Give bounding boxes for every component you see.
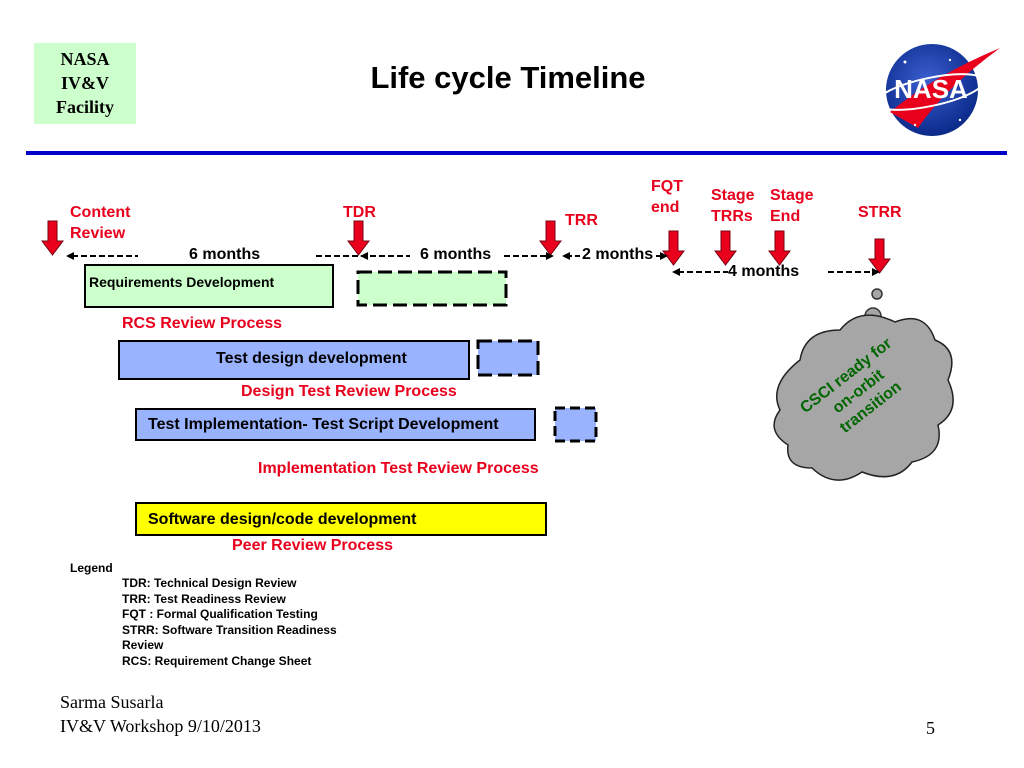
arrow-fqt-end: [662, 230, 685, 266]
legend-item: TDR: Technical Design Review: [122, 576, 297, 590]
arrow-strr: [868, 238, 891, 274]
requirements-box: Requirements Development: [84, 264, 334, 308]
arrow-tdr: [347, 220, 370, 256]
page-number: 5: [926, 718, 935, 738]
facility-line-2: IV&V: [61, 73, 109, 93]
test-impl-extension-box: [553, 406, 598, 443]
software-box: Software design/code development: [135, 502, 547, 536]
content-review-line-1: Content: [70, 204, 131, 221]
test-impl-box: Test Implementation- Test Script Develop…: [135, 408, 536, 441]
test-design-box: Test design development: [118, 340, 470, 380]
footer-author-block: Sarma Susarla IV&V Workshop 9/10/2013: [60, 690, 261, 738]
stage-trrs-line-2: TRRs: [711, 208, 753, 225]
page-title: Life cycle Timeline: [370, 60, 646, 95]
arrow-content-review: [41, 220, 64, 256]
arrow-stage-trrs: [714, 230, 737, 266]
milestone-fqt-end: FQT end: [651, 176, 683, 218]
milestone-trr: TRR: [565, 212, 598, 229]
header-rule: [26, 151, 1007, 155]
legend-item: Review: [122, 638, 164, 652]
stage-end-line-1: Stage: [770, 187, 814, 204]
duration-first: 6 months: [189, 246, 261, 263]
milestone-stage-end: Stage End: [770, 185, 814, 227]
duration-fourth: 4 months: [728, 263, 800, 280]
milestone-stage-trrs: Stage TRRs: [711, 185, 755, 227]
arrow-stage-end: [768, 230, 791, 266]
legend-item: FQT : Formal Qualification Testing: [122, 607, 318, 621]
milestone-content-review: Content Review: [70, 202, 130, 244]
duration-third: 2 months: [582, 246, 654, 263]
facility-line-3: Facility: [56, 97, 114, 117]
stage-end-line-2: End: [770, 208, 801, 225]
milestone-strr: STRR: [858, 204, 902, 221]
legend-item: RCS: Requirement Change Sheet: [122, 653, 312, 668]
software-label: Software design/code development: [148, 511, 417, 528]
impl-review-label: Implementation Test Review Process: [258, 460, 539, 477]
test-design-label: Test design development: [216, 350, 407, 367]
facility-label: NASA IV&V Facility: [34, 43, 136, 124]
legend-item: TRR: Test Readiness Review: [122, 591, 286, 606]
thought-cloud: [773, 314, 954, 481]
legend-heading: Legend: [70, 561, 113, 575]
stage-trrs-line-1: Stage: [711, 187, 755, 204]
rcs-review-label: RCS Review Process: [122, 315, 283, 332]
footer-event: IV&V Workshop 9/10/2013: [60, 716, 261, 736]
requirements-extension-box: [356, 270, 508, 307]
fqt-line-2: end: [651, 199, 680, 216]
footer-author: Sarma Susarla: [60, 692, 164, 712]
legend-list: TDR: Technical Design Review TRR: Test R…: [122, 576, 337, 669]
requirements-label: Requirements Development: [89, 274, 275, 290]
test-design-extension-box: [476, 339, 540, 377]
test-impl-label: Test Implementation- Test Script Develop…: [148, 416, 499, 433]
milestone-tdr: TDR: [343, 204, 376, 221]
legend-item: STRR: Software Transition Readiness: [122, 622, 337, 637]
arrow-trr: [539, 220, 562, 256]
duration-second: 6 months: [420, 246, 492, 263]
design-review-label: Design Test Review Process: [241, 383, 457, 400]
content-review-line-2: Review: [70, 225, 126, 242]
peer-review-label: Peer Review Process: [232, 537, 393, 554]
fqt-line-1: FQT: [651, 178, 683, 195]
facility-line-1: NASA: [60, 49, 110, 69]
